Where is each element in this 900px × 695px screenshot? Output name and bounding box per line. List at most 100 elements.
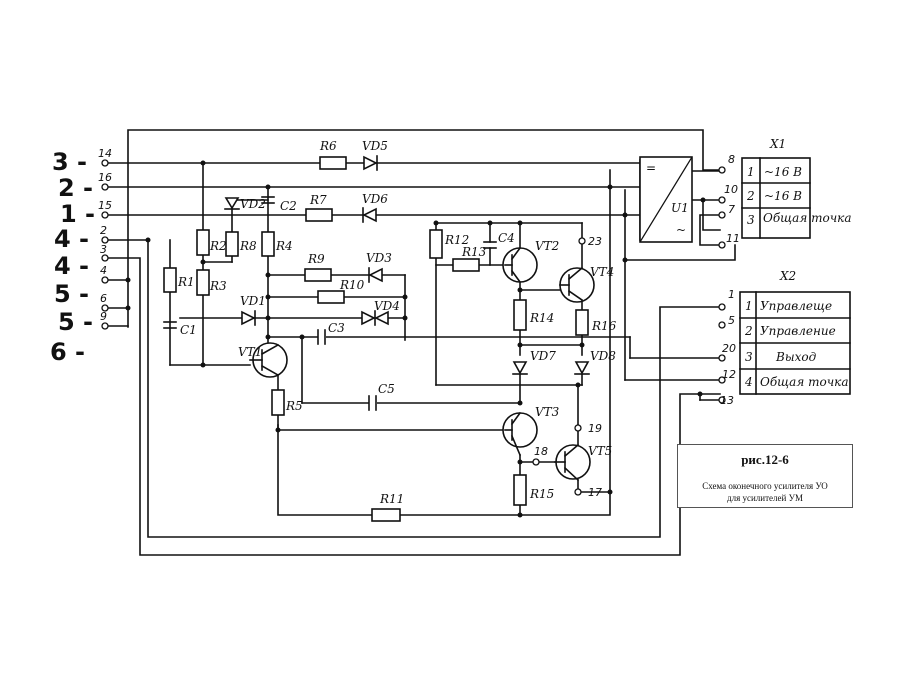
- label-c2: C2: [280, 199, 297, 213]
- label-vt5: VT5: [588, 444, 612, 458]
- hand-label: 2 -: [58, 174, 93, 202]
- label-r5: R5: [285, 399, 303, 413]
- figure-caption: рис.12-6 Схема оконечного усилителя УО д…: [677, 444, 853, 508]
- x2-row-number: 3: [745, 350, 753, 364]
- resistor-r6: [319, 156, 347, 170]
- label-vd8: VD8: [590, 349, 616, 363]
- pin-number: 3: [100, 243, 107, 256]
- x1-pin: 11: [726, 232, 740, 245]
- x1-pin: 7: [728, 203, 735, 216]
- label-r13: R13: [461, 245, 487, 259]
- x2-pin: 20: [722, 342, 736, 355]
- input-terminals: [101, 159, 726, 496]
- label-r11: R11: [379, 492, 404, 506]
- x2-pin: 1: [728, 288, 735, 301]
- label-r6: R6: [319, 139, 337, 153]
- transistor-vt5: [554, 443, 591, 482]
- pin-number: 9: [100, 310, 107, 323]
- diode-vd4: [361, 310, 389, 326]
- x2-pin: 5: [728, 314, 735, 327]
- resistor-r3: [196, 269, 210, 296]
- node-pin: 23: [588, 235, 602, 248]
- hand-labels: 3 - 2 - 1 - 4 - 4 - 5 - 5 - 6 -: [50, 148, 95, 366]
- component-labels: R1 R2 R3 R4 R5 R6 R7 R8 R9 R10 R11 R12 R…: [177, 139, 689, 506]
- label-vd5: VD5: [362, 139, 388, 153]
- resistor-r14: [513, 299, 527, 331]
- label-vt3: VT3: [535, 405, 560, 419]
- label-r2: R2: [209, 239, 227, 253]
- transistor-vt1: [249, 342, 288, 378]
- pin-number: 6: [100, 292, 107, 305]
- x1-row-number: 3: [747, 213, 755, 227]
- resistor-r10: [317, 290, 345, 304]
- label-vd2: VD2: [240, 197, 266, 211]
- resistor-r2: [196, 229, 210, 256]
- label-vd1: VD1: [240, 294, 266, 308]
- resistor-r8: [225, 231, 239, 257]
- label-r7: R7: [309, 193, 327, 207]
- capacitor-c2: [261, 196, 275, 204]
- hand-label: 3 -: [52, 148, 87, 176]
- x2-pin: 12: [722, 368, 736, 381]
- diode-vd3: [368, 267, 383, 283]
- x2-row-label: Выход: [775, 350, 817, 364]
- x1-row-number: 1: [747, 165, 755, 179]
- resistor-r16: [575, 309, 589, 336]
- pin-number: 2: [100, 224, 107, 237]
- resistor-r9: [304, 268, 332, 282]
- label-u1: U1: [671, 201, 689, 215]
- x1-row-number: 2: [746, 189, 755, 203]
- capacitor-c5: [368, 395, 377, 411]
- x2-pin: 13: [720, 394, 734, 407]
- module-u1: [639, 156, 693, 243]
- hand-label: 4 -: [54, 252, 89, 280]
- module-bottom-symbol: ~: [676, 223, 686, 237]
- connector-x1-title: X1: [769, 137, 786, 151]
- diode-group: [224, 155, 590, 375]
- diode-vd8: [574, 361, 590, 375]
- node-pin: 18: [534, 445, 548, 458]
- label-vt4: VT4: [590, 265, 614, 279]
- label-c3: C3: [328, 321, 345, 335]
- resistor-r7: [305, 208, 333, 222]
- capacitor-c3: [317, 329, 326, 345]
- label-r12: R12: [444, 233, 469, 247]
- x2-row-label: Управлеще: [760, 299, 832, 313]
- label-r15: R15: [529, 487, 554, 501]
- resistor-r5: [271, 389, 285, 416]
- resistor-r4: [261, 231, 275, 257]
- resistor-r1: [163, 267, 177, 293]
- label-c5: C5: [378, 382, 395, 396]
- diode-vd1: [241, 310, 256, 326]
- connector-x2: X2 1 5 20 12 13 1 2 3 4 Управлеще Управл…: [720, 269, 851, 407]
- caption-line-2: для усилителей УМ: [727, 493, 803, 503]
- hand-label: 6 -: [50, 338, 85, 366]
- label-vt2: VT2: [535, 239, 559, 253]
- caption-title: рис.12-6: [741, 452, 789, 467]
- capacitor-group: [163, 196, 497, 411]
- x1-pin: 10: [724, 183, 738, 196]
- label-vt1: VT1: [238, 345, 262, 359]
- connector-x1: X1 8 10 7 11 1 2 3 ~16 В ~16 В Общая точ…: [724, 137, 851, 245]
- resistor-r12: [429, 229, 443, 259]
- x1-row-label: ~16 В: [764, 189, 802, 203]
- diode-vd7: [512, 361, 528, 375]
- caption-line-1: Схема оконечного усилителя УО: [702, 481, 828, 491]
- x1-row-label: Общая точка: [763, 211, 851, 225]
- hand-label: 5 -: [58, 308, 93, 336]
- junction-dots: [125, 160, 706, 518]
- x2-row-number: 2: [744, 324, 753, 338]
- x2-row-label: Общая точка: [760, 375, 848, 389]
- label-r4: R4: [275, 239, 293, 253]
- hand-label: 4 -: [54, 225, 89, 253]
- node-pin: 19: [588, 422, 602, 435]
- label-r8: R8: [239, 239, 257, 253]
- x2-row-label: Управление: [760, 324, 836, 338]
- node-pin: 17: [588, 486, 602, 499]
- diode-vd2: [224, 197, 240, 210]
- transistor-group: [249, 246, 595, 482]
- pin-number: 16: [98, 171, 112, 184]
- label-vd4: VD4: [374, 299, 400, 313]
- transistor-vt3: [502, 411, 538, 457]
- pin-number: 15: [98, 199, 112, 212]
